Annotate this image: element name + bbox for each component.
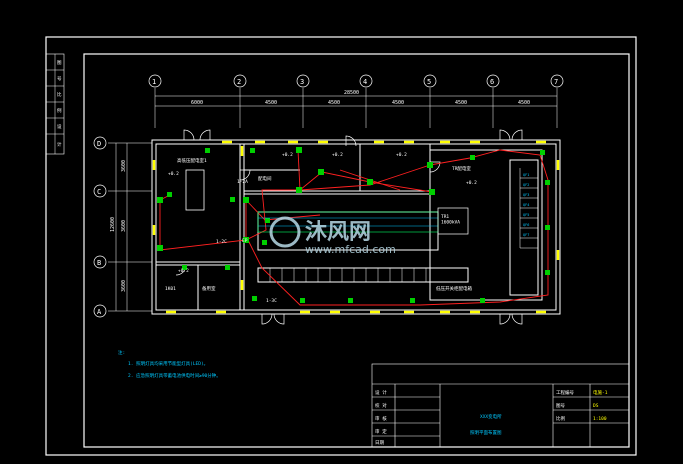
dim-vseg-2: 3600 [121, 220, 127, 232]
tb-row-4: 审 定 [375, 428, 387, 435]
left-dimension [108, 142, 152, 312]
tag-w1: 1-2C [216, 239, 227, 245]
strip-cell-2: 号 [57, 76, 62, 82]
room-label-office: 高低压配电室1 [177, 157, 207, 164]
notes-line-2: 2. 应急照明灯具带蓄电池供电时间≥90分钟。 [128, 372, 221, 379]
dim-seg-5: 4500 [455, 100, 467, 106]
tb-right-label-2: 图号 [556, 403, 565, 409]
tb-row-2: 校 对 [375, 402, 387, 409]
panel-label-3: QF3 [523, 193, 529, 197]
tag-h5: +0.2 [466, 180, 477, 186]
tb-right-label-1: 工程编号 [556, 389, 574, 396]
room-label-right: TR配电室 [452, 165, 471, 172]
tb-drawing-name: 照明平面布置图 [470, 429, 502, 436]
tb-right-value-2: DS [593, 403, 599, 409]
axis-bubbles-columns [148, 74, 564, 88]
dim-total-horizontal: 28500 [344, 90, 359, 96]
room-label-1k01: 1K01 [165, 286, 176, 292]
axis-row-d: D [97, 140, 101, 148]
watermark-logo-icon [269, 216, 301, 248]
side-strip: 图 号 比 例 设 计 [45, 53, 65, 155]
dim-seg-3: 4500 [328, 100, 340, 106]
tag-ep: EP [242, 238, 248, 244]
tag-h4: +0.2 [396, 152, 407, 158]
axis-col-6: 6 [490, 78, 494, 86]
fixture-symbols [157, 147, 550, 303]
dim-seg-2: 4500 [265, 100, 277, 106]
tb-right-label-3: 比例 [556, 415, 565, 422]
tb-project: XXX变电所 [480, 413, 502, 420]
notes-heading: 注: [118, 349, 125, 356]
axis-col-5: 5 [427, 78, 431, 86]
lv-cabinet-label: 低压开关柜配电箱 [436, 285, 472, 292]
axis-row-a: A [97, 308, 102, 316]
dim-seg-1: 6000 [191, 100, 203, 106]
tb-row-3: 审 核 [375, 415, 387, 422]
room-label-b: 配电间 [258, 175, 272, 182]
axis-col-7: 7 [554, 78, 558, 86]
tb-date-label: 日期 [375, 440, 384, 446]
tag-w3: 1-3C [266, 298, 277, 304]
tb-right-value-3: 1:100 [593, 416, 607, 422]
building-walls [151, 139, 561, 315]
tb-row-1: 设 计 [375, 389, 387, 396]
notes-line-1: 1. 照明灯具均采用节能型灯具(LED)。 [128, 360, 208, 367]
dim-seg-4: 4500 [392, 100, 404, 106]
dim-vseg-1: 3600 [121, 160, 127, 172]
title-block [371, 363, 630, 448]
axis-row-c: C [97, 188, 101, 196]
lv-cabinet-divisions [269, 268, 427, 282]
dim-total-vertical: 12600 [110, 217, 116, 232]
tag-h1: +0.2 [168, 171, 179, 177]
axis-row-b: B [97, 259, 101, 267]
axis-col-4: 4 [363, 78, 367, 86]
dim-seg-6: 4500 [518, 100, 530, 106]
windows [152, 140, 560, 314]
strip-cell-1: 图 [57, 60, 62, 66]
sheet-inner-frame [83, 53, 630, 448]
tb-right-value-1: 电施-1 [593, 389, 608, 396]
sheet-outer-frame [45, 36, 637, 456]
tag-h6: +0.2 [178, 268, 189, 274]
watermark: 沐风网 www.mfcad.com [269, 216, 396, 256]
panel-label-1: QF1 [523, 173, 529, 177]
panel-label-5: QF5 [523, 213, 529, 217]
top-dimension [154, 88, 558, 128]
room-label-spare: 备用室 [202, 285, 216, 292]
panel-label-2: QF2 [523, 183, 529, 187]
tag-w2: 1-2A [237, 179, 248, 185]
watermark-url: www.mfcad.com [305, 243, 396, 256]
axis-col-3: 3 [300, 78, 304, 86]
strip-cell-6: 计 [57, 141, 62, 148]
panel-cells [519, 168, 538, 249]
axis-col-1: 1 [152, 78, 156, 86]
dim-vseg-3: 3600 [121, 280, 127, 292]
panel-label-6: QF6 [523, 223, 529, 227]
strip-cell-5: 设 [57, 123, 62, 130]
axis-col-2: 2 [237, 78, 241, 86]
transformer-box [437, 207, 469, 235]
axis-bubbles-rows [93, 136, 107, 318]
watermark-brand: 沐风网 [305, 220, 371, 245]
strip-cell-3: 比 [57, 91, 62, 98]
panel-label-4: QF4 [523, 203, 529, 207]
strip-cell-4: 例 [57, 107, 62, 114]
panel-label-7: QF7 [523, 233, 529, 237]
tag-h2: +0.2 [282, 152, 293, 158]
door-swings [175, 129, 523, 325]
tag-h3: +0.2 [332, 152, 343, 158]
